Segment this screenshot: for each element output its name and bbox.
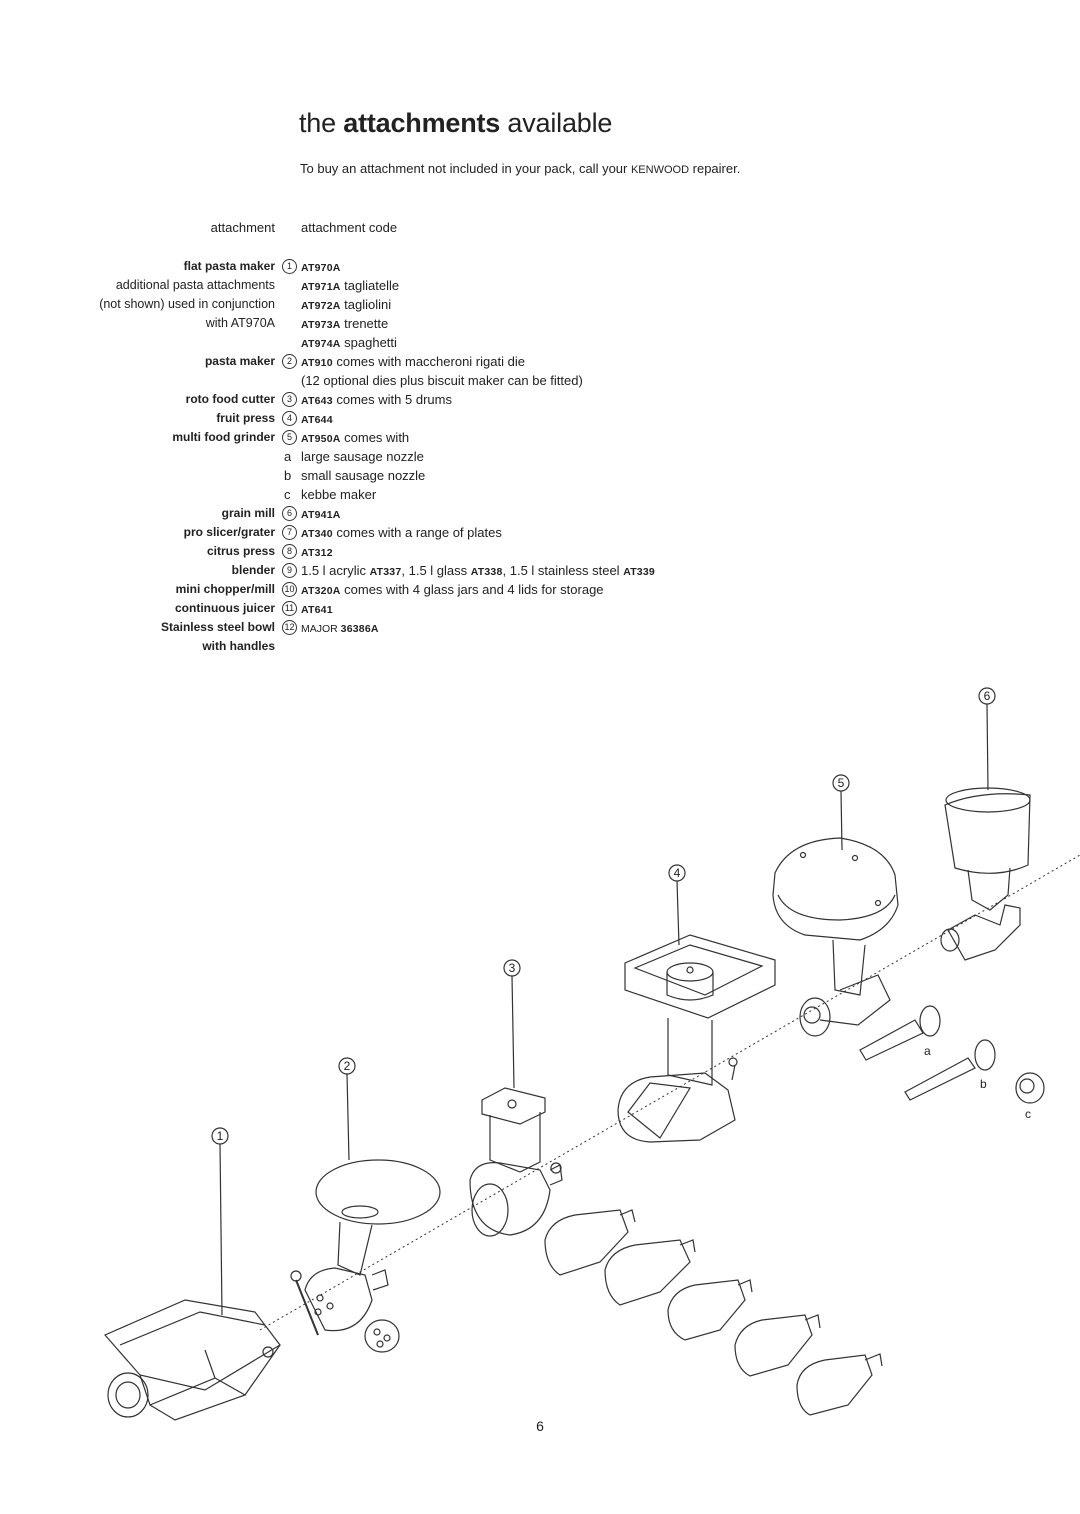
item-number: 6 <box>282 506 297 521</box>
fruit-press-drawing <box>617 934 776 1143</box>
callout-1 <box>211 1127 229 1316</box>
item-number: 7 <box>282 525 297 540</box>
item-number: 8 <box>282 544 297 559</box>
item-number: 11 <box>282 601 297 616</box>
part-label-c: c <box>1025 1107 1031 1121</box>
brand-name: KENWOOD <box>630 164 690 176</box>
row-not-shown: (not shown) used in conjunction AT972A t… <box>99 297 392 312</box>
flat-pasta-maker-drawing <box>104 1299 281 1421</box>
kebbe-maker <box>1015 1072 1045 1104</box>
nozzle-a <box>859 1019 924 1061</box>
grain-mill-drawing <box>940 787 1031 961</box>
callout-label-5: 5 <box>838 776 845 790</box>
assembly-axis <box>259 854 1080 1331</box>
item-number: 12 <box>282 620 297 635</box>
callout-label-1: 1 <box>217 1129 224 1143</box>
multi-food-grinder-drawing <box>772 837 1045 1104</box>
row-spaghetti: AT974A spaghetti <box>301 335 397 350</box>
attachments-exploded-diagram: 1 2 3 4 5 6 a b c <box>104 687 1080 1421</box>
page-title: the attachments available <box>299 108 613 138</box>
callout-label-3: 3 <box>509 961 516 975</box>
item-number: 9 <box>282 563 297 578</box>
item-number: 4 <box>282 411 297 426</box>
callout-5 <box>832 774 850 851</box>
row-optional-dies: (12 optional dies plus biscuit maker can… <box>301 373 583 388</box>
item-number: 10 <box>282 582 297 597</box>
column-header-code: attachment code <box>301 220 398 235</box>
column-header-attachment: attachment <box>210 220 275 235</box>
part-label-b: b <box>980 1077 987 1091</box>
item-number: 1 <box>282 259 297 274</box>
part-label-a: a <box>924 1044 931 1058</box>
callout-2 <box>338 1057 356 1161</box>
callout-label-6: 6 <box>984 689 991 703</box>
callout-label-4: 4 <box>674 866 681 880</box>
pasta-maker-drawing <box>290 1159 441 1353</box>
page-number: 6 <box>536 1418 544 1434</box>
callout-3 <box>503 959 521 1089</box>
callout-6 <box>978 687 996 791</box>
item-number: 2 <box>282 354 297 369</box>
item-number: 3 <box>282 392 297 407</box>
item-number: 5 <box>282 430 297 445</box>
row-additional-pasta: additional pasta attachments AT971A tagl… <box>115 278 400 293</box>
row-with-handles: with handles <box>202 639 275 653</box>
intro-text: To buy an attachment not included in you… <box>300 161 741 176</box>
callout-label-2: 2 <box>344 1059 351 1073</box>
row-with-at970a: with AT970A AT973A trenette <box>205 316 389 331</box>
callout-4 <box>668 864 686 946</box>
roto-food-cutter-drawing <box>469 1087 883 1416</box>
nozzle-b <box>904 1057 976 1101</box>
